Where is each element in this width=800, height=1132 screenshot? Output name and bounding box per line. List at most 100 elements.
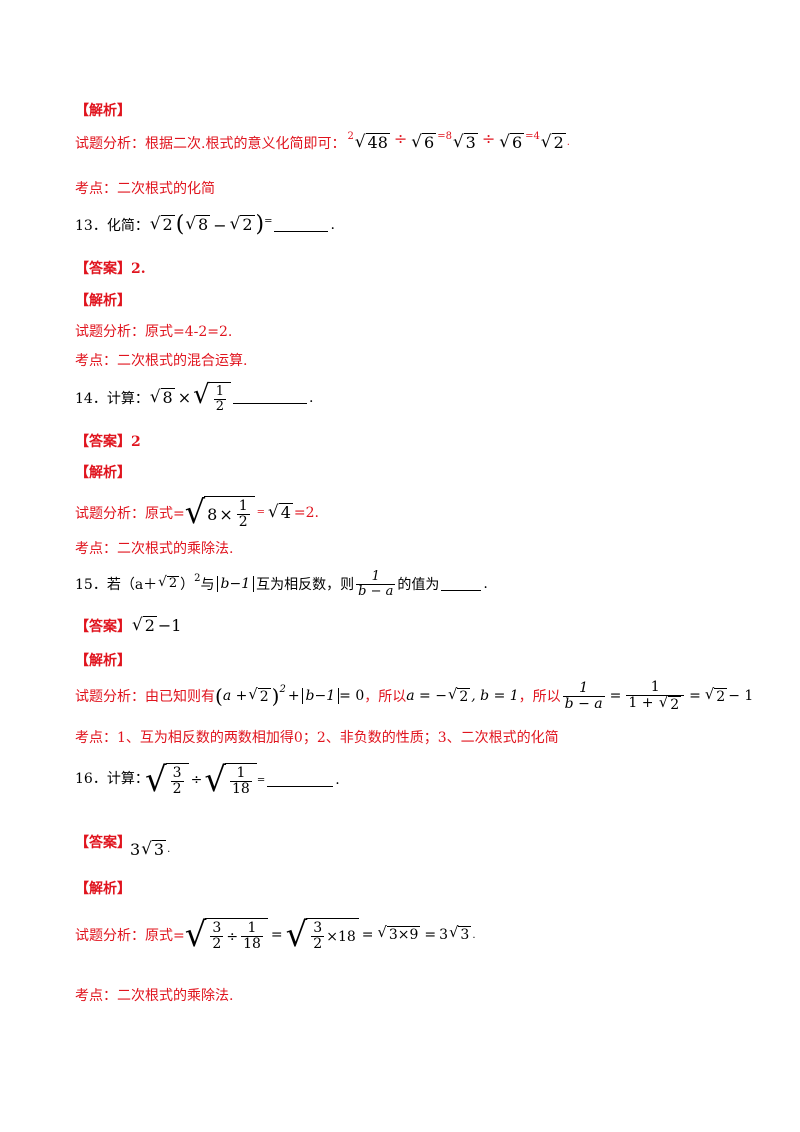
q12-analysis: 试题分析：根据二次.根式的意义化简即可： 2 √48 ÷ √6 =8 √3 ÷ …	[75, 129, 570, 153]
kaodian-text: 考点：二次根式的混合运算.	[75, 353, 248, 369]
equals-4: =4	[525, 131, 540, 143]
q16-answer-value: 3 √3 .	[130, 839, 170, 860]
analysis-text: 试题分析：原式=	[75, 505, 185, 522]
radicand: 6	[509, 133, 525, 153]
sqrt-8: √8	[149, 385, 175, 407]
q13-answer: 【答案】2.	[75, 258, 146, 278]
kaodian-text: 考点：二次根式的乘除法.	[75, 541, 234, 557]
answer-text: 【答案】2.	[75, 261, 146, 277]
stem-text-b: ）	[180, 577, 195, 594]
radicand: 48	[365, 133, 390, 153]
radicand: 8	[160, 387, 175, 407]
paren-close: )	[255, 212, 265, 237]
answer-text: 【答案】2	[75, 434, 141, 450]
times-18: ×18	[326, 928, 356, 945]
numerator: 1	[579, 680, 589, 697]
q15-analysis: 试题分析：由已知则有 ( a + √2 ) 2 + b−1 = 0 ，所以 a …	[75, 680, 753, 713]
equals: =	[264, 215, 273, 227]
denominator: 18	[241, 936, 263, 952]
denominator: b − a	[562, 695, 605, 712]
exponent: 2	[279, 683, 286, 695]
kaodian-text: 考点：二次根式的乘除法.	[75, 988, 234, 1004]
q14-answer: 【答案】2	[75, 431, 141, 451]
radicand: 2	[166, 576, 180, 592]
period: .	[308, 389, 314, 406]
sqrt-3: √3	[449, 924, 472, 944]
plus-sign: +	[287, 688, 300, 705]
equals-zero: = 0	[339, 688, 365, 705]
sqrt-4: √4	[268, 500, 293, 522]
sqrt-2: √2	[540, 131, 566, 153]
coef: 3	[130, 840, 141, 860]
stem-text-c: 与	[200, 577, 215, 594]
radicand: 4	[278, 502, 293, 522]
denominator: 2	[236, 513, 250, 530]
q12-expression: 2 √48 ÷ √6 =8 √3 ÷ √6 =4 √2 .	[347, 129, 570, 153]
answer-expression: √2 −1	[131, 616, 181, 636]
result: =2.	[293, 504, 320, 521]
radicand: 3	[151, 840, 167, 859]
so-text-2: ，所以	[518, 689, 561, 706]
numerator: 1	[650, 679, 660, 695]
numerator: 1	[215, 384, 224, 399]
abs-value: b−1	[301, 688, 340, 705]
radicand: 2	[257, 687, 271, 705]
radicand: 3×9	[386, 926, 421, 944]
period: .	[330, 217, 335, 233]
numerator: 3	[172, 765, 182, 782]
sqrt-2c: √2	[704, 685, 728, 705]
stem-text: 14．计算：	[75, 390, 149, 407]
label-text: 【解析】	[75, 293, 131, 309]
q13-analysis: 试题分析：原式=4-2=2.	[75, 321, 232, 341]
answer-blank	[274, 219, 329, 232]
numerator: 1	[247, 920, 257, 937]
denominator: 1 + √2	[626, 694, 685, 713]
radicand: 6	[422, 133, 437, 153]
q15-answer: 【答案】 √2 −1	[75, 616, 181, 636]
radicand: 2	[160, 215, 175, 235]
numerator: 3	[313, 920, 323, 937]
a-value: a = −	[406, 688, 447, 705]
q13-stem: 13．化简： √2 ( √8 − √2 ) = .	[75, 214, 335, 236]
numerator: 1	[238, 498, 248, 514]
denominator: b − a	[356, 583, 396, 599]
abs-value: b−1	[216, 576, 255, 593]
analysis-text: 试题分析：根据二次.根式的意义化简即可：	[75, 136, 346, 152]
sqrt-2b: √2	[447, 685, 471, 705]
coef: 2	[347, 131, 354, 143]
label-text: 【解析】	[75, 653, 131, 669]
q16-answer: 【答案】	[75, 832, 131, 852]
q15-condition: ( a + √2 ) 2 + b−1 = 0	[215, 683, 365, 709]
den-one-plus: 1 +	[628, 694, 658, 711]
sqrt-2: √2	[158, 574, 180, 592]
radicand: 2	[240, 215, 255, 235]
exponent: 2	[194, 572, 201, 584]
analysis-text: 试题分析：原式=	[75, 928, 185, 944]
radicand: 2	[142, 616, 157, 636]
equals-2: =	[361, 927, 374, 943]
radicand: 3	[463, 133, 478, 153]
stem-text-e: 的值为	[397, 577, 440, 594]
times-sign: ×	[219, 504, 233, 524]
minus-one: − 1	[728, 688, 754, 705]
answer-label: 【答案】	[75, 835, 131, 851]
kaodian-text: 考点：二次根式的化简	[75, 181, 215, 197]
radicand: 2	[457, 687, 471, 705]
equals: =	[270, 927, 283, 943]
sqrt-48: √48	[354, 131, 390, 153]
sqrt-2: √2	[149, 213, 175, 235]
stem-text-d: 互为相反数，则	[256, 577, 355, 594]
denominator: 2	[213, 398, 226, 414]
dot: .	[566, 137, 570, 149]
